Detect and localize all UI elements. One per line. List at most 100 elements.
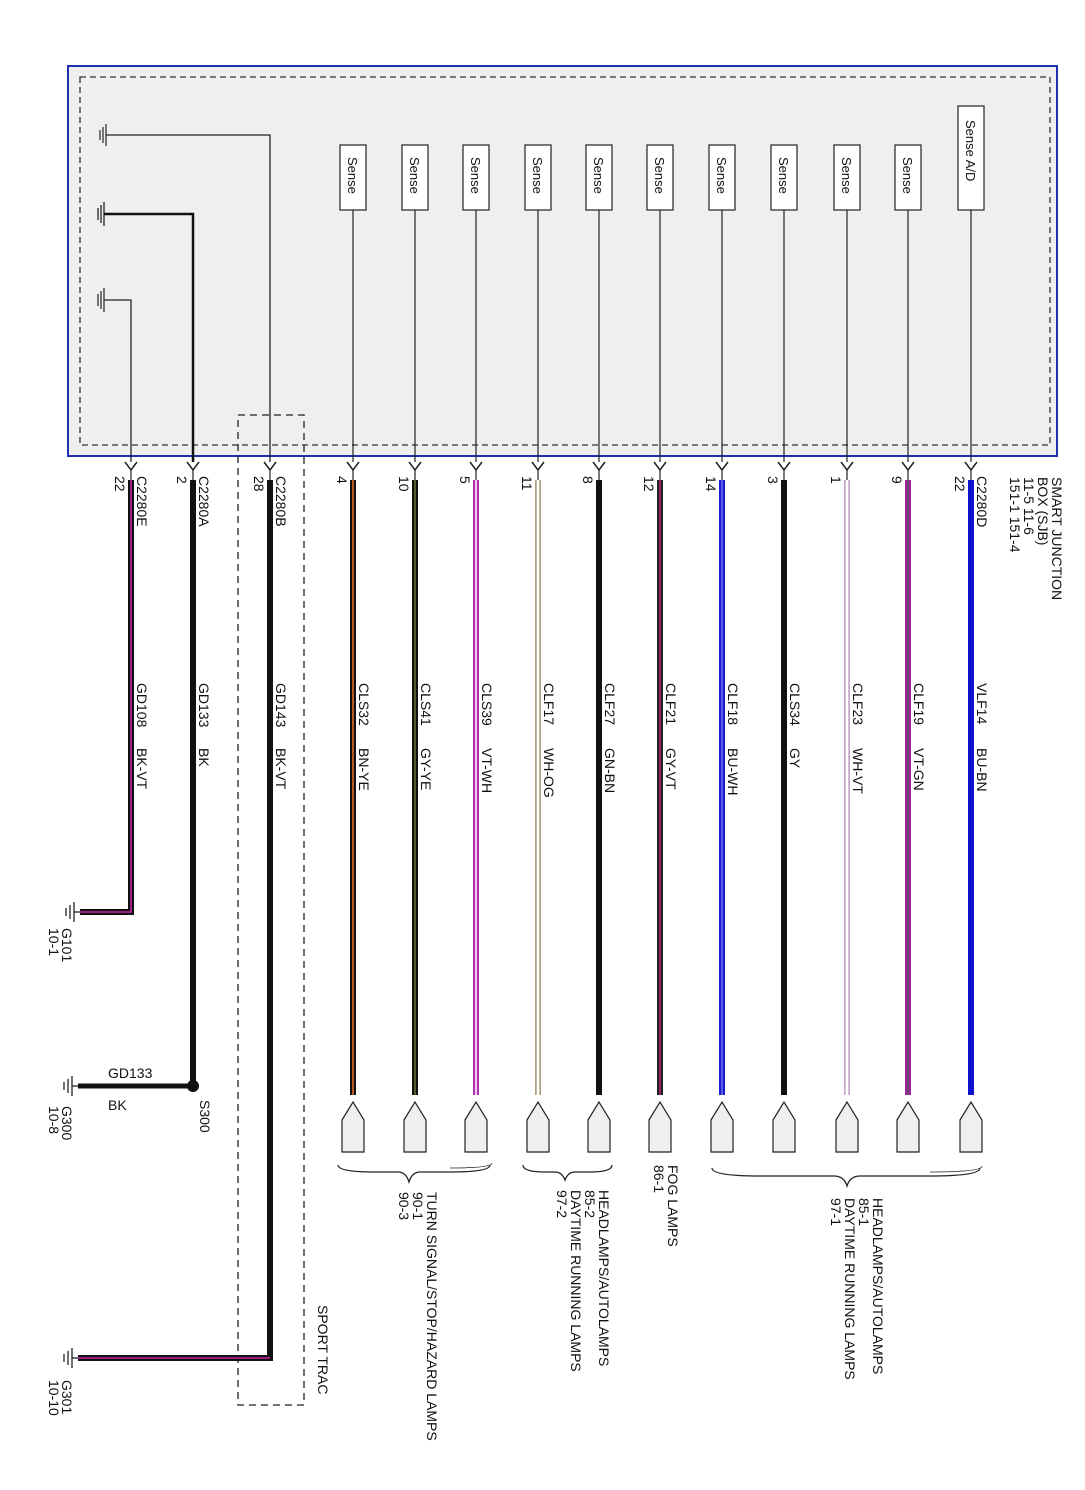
svg-text:90-3: 90-3 (396, 1192, 412, 1220)
pin: 11 (519, 476, 535, 491)
circuit-id: GD143 (273, 683, 289, 728)
sense-label-6: Sense (591, 157, 606, 194)
sense-box-1: Sense (894, 144, 922, 462)
ground-circuit-gd143: C2280B 28 GD143 BK-VT G301 10-10 (46, 461, 289, 1416)
circuit-id: CLF17 (541, 683, 557, 725)
circuit-cls41: 10 CLS41 GY-YE (396, 461, 434, 1153)
ground-circuit-gd108: C2280E 22 GD108 BK-VT G101 10-1 (46, 461, 150, 962)
circuit-id: CLS39 (479, 683, 495, 726)
circuit-color: BU-BN (974, 748, 990, 792)
pin: 9 (889, 476, 905, 484)
ground-g301-icon (63, 1348, 78, 1368)
circuit-clf19: 9 CLF19 VT-GN (889, 461, 927, 1153)
circuit-color: BK (196, 748, 212, 767)
circuit-vlf14: C2280D 22 VLF14 BU-BN (952, 461, 990, 1153)
module-title-line-2: BOX (SJB) (1035, 477, 1051, 545)
sense-label-2: Sense (839, 157, 854, 194)
sense-ad-label: Sense A/D (963, 120, 978, 181)
sport-trac-label: SPORT TRAC (315, 1305, 331, 1394)
pin-22-d: 22 (952, 476, 968, 492)
circuit-id: CLF21 (663, 683, 679, 725)
pin-22-e: 22 (112, 476, 128, 492)
circuit-color: GN-BN (602, 748, 618, 793)
pin-2: 2 (174, 476, 190, 484)
ground-circuit-gd133: C2280A 2 GD133 BK S300 GD133 BK G300 10-… (46, 461, 213, 1140)
circuit-color: GY (787, 748, 803, 769)
sense-ad-box: Sense A/D (957, 105, 985, 462)
circuit-clf21: 12 CLF21 GY-VT (641, 461, 679, 1153)
ground-g300: G300 (59, 1106, 75, 1140)
module-title-line-3: 11-5 11-6 (1021, 477, 1037, 535)
sense-label-5: Sense (652, 157, 667, 194)
module-title-line-4: 151-1 151-4 (1007, 477, 1023, 553)
sense-box-2: Sense (833, 144, 861, 462)
sense-box-6: Sense (585, 144, 613, 462)
dest-headlamps-drl-2: HEADLAMPS/AUTOLAMPS 85-2 DAYTIME RUNNING… (554, 1190, 612, 1372)
pin: 8 (580, 476, 596, 484)
ground-g300-icon (63, 1076, 78, 1096)
circuit-id: CLF27 (602, 683, 618, 725)
pin: 10 (396, 476, 412, 492)
connector-c2280e: C2280E (134, 476, 150, 527)
svg-text:85-2: 85-2 (582, 1190, 598, 1218)
sense-box-4: Sense (708, 144, 736, 462)
circuit-id: CLS32 (356, 683, 372, 726)
sense-box-9: Sense (401, 144, 429, 462)
brace-headlamps-drl-1 (711, 1165, 983, 1189)
circuit-clf27: 8 CLF27 GN-BN (580, 461, 618, 1153)
splice-color: BK (108, 1097, 127, 1113)
sense-label-3: Sense (776, 157, 791, 194)
circuit-cls39: 5 CLS39 VT-WH (457, 461, 495, 1153)
circuit-color: BK-VT (134, 748, 150, 790)
pin: 5 (457, 476, 473, 484)
brace-headlamps-drl-2 (522, 1164, 613, 1182)
circuit-color: BN-YE (356, 748, 372, 791)
circuit-clf18: 14 CLF18 BU-WH (703, 461, 741, 1153)
brace-turn (337, 1162, 493, 1185)
circuit-color: GY-VT (663, 748, 679, 790)
pin: 4 (334, 476, 350, 484)
svg-text:90-1: 90-1 (410, 1192, 426, 1220)
svg-text:FOG LAMPS: FOG LAMPS (665, 1165, 681, 1247)
circuit-color: BK-VT (273, 748, 289, 790)
internal-ground-3 (97, 288, 132, 462)
sense-label-10: Sense (345, 157, 360, 194)
sense-label-8: Sense (468, 157, 483, 194)
circuit-color: GY-YE (418, 748, 434, 790)
svg-text:HEADLAMPS/AUTOLAMPS: HEADLAMPS/AUTOLAMPS (870, 1198, 886, 1374)
circuit-clf17: 11 CLF17 WH-OG (519, 461, 557, 1153)
circuit-cls34: 3 CLS34 GY (765, 461, 803, 1153)
sense-label-7: Sense (530, 157, 545, 194)
dest-fog: FOG LAMPS 86-1 (651, 1165, 681, 1247)
pin: 14 (703, 476, 719, 492)
circuit-color: VT-WH (479, 748, 495, 793)
svg-text:TURN SIGNAL/STOP/HAZARD LAMPS: TURN SIGNAL/STOP/HAZARD LAMPS (424, 1192, 440, 1441)
svg-text:85-1: 85-1 (856, 1198, 872, 1226)
internal-ground-2 (97, 202, 195, 462)
circuit-color: BU-WH (725, 748, 741, 795)
dest-headlamps-drl-1: HEADLAMPS/AUTOLAMPS 85-1 DAYTIME RUNNING… (828, 1198, 886, 1380)
sense-label-4: Sense (714, 157, 729, 194)
sense-box-7: Sense (524, 144, 552, 462)
circuit-color: WH-OG (541, 748, 557, 798)
circuit-id: CLF18 (725, 683, 741, 725)
ground-g301-ref: 10-10 (46, 1380, 62, 1416)
connector-c2280a: C2280A (196, 476, 212, 527)
pin: 1 (828, 476, 844, 484)
svg-text:86-1: 86-1 (651, 1165, 667, 1193)
smart-junction-box-inner (79, 76, 1051, 446)
svg-text:DAYTIME RUNNING LAMPS: DAYTIME RUNNING LAMPS (842, 1198, 858, 1380)
ground-g301: G301 (59, 1380, 75, 1414)
pin-28: 28 (251, 476, 267, 492)
svg-text:DAYTIME RUNNING LAMPS: DAYTIME RUNNING LAMPS (568, 1190, 584, 1372)
smart-junction-box (67, 65, 1058, 457)
circuit-id: GD133 (196, 683, 212, 728)
svg-text:97-1: 97-1 (828, 1198, 844, 1226)
ground-g101-icon (65, 902, 80, 922)
ground-g101-ref: 10-1 (46, 928, 62, 956)
ground-g101: G101 (59, 928, 75, 962)
circuit-id: CLF19 (911, 683, 927, 725)
sense-boxes: Sense A/D Sense Sense Sense Sense Sense (339, 105, 985, 462)
circuit-id: GD108 (134, 683, 150, 728)
